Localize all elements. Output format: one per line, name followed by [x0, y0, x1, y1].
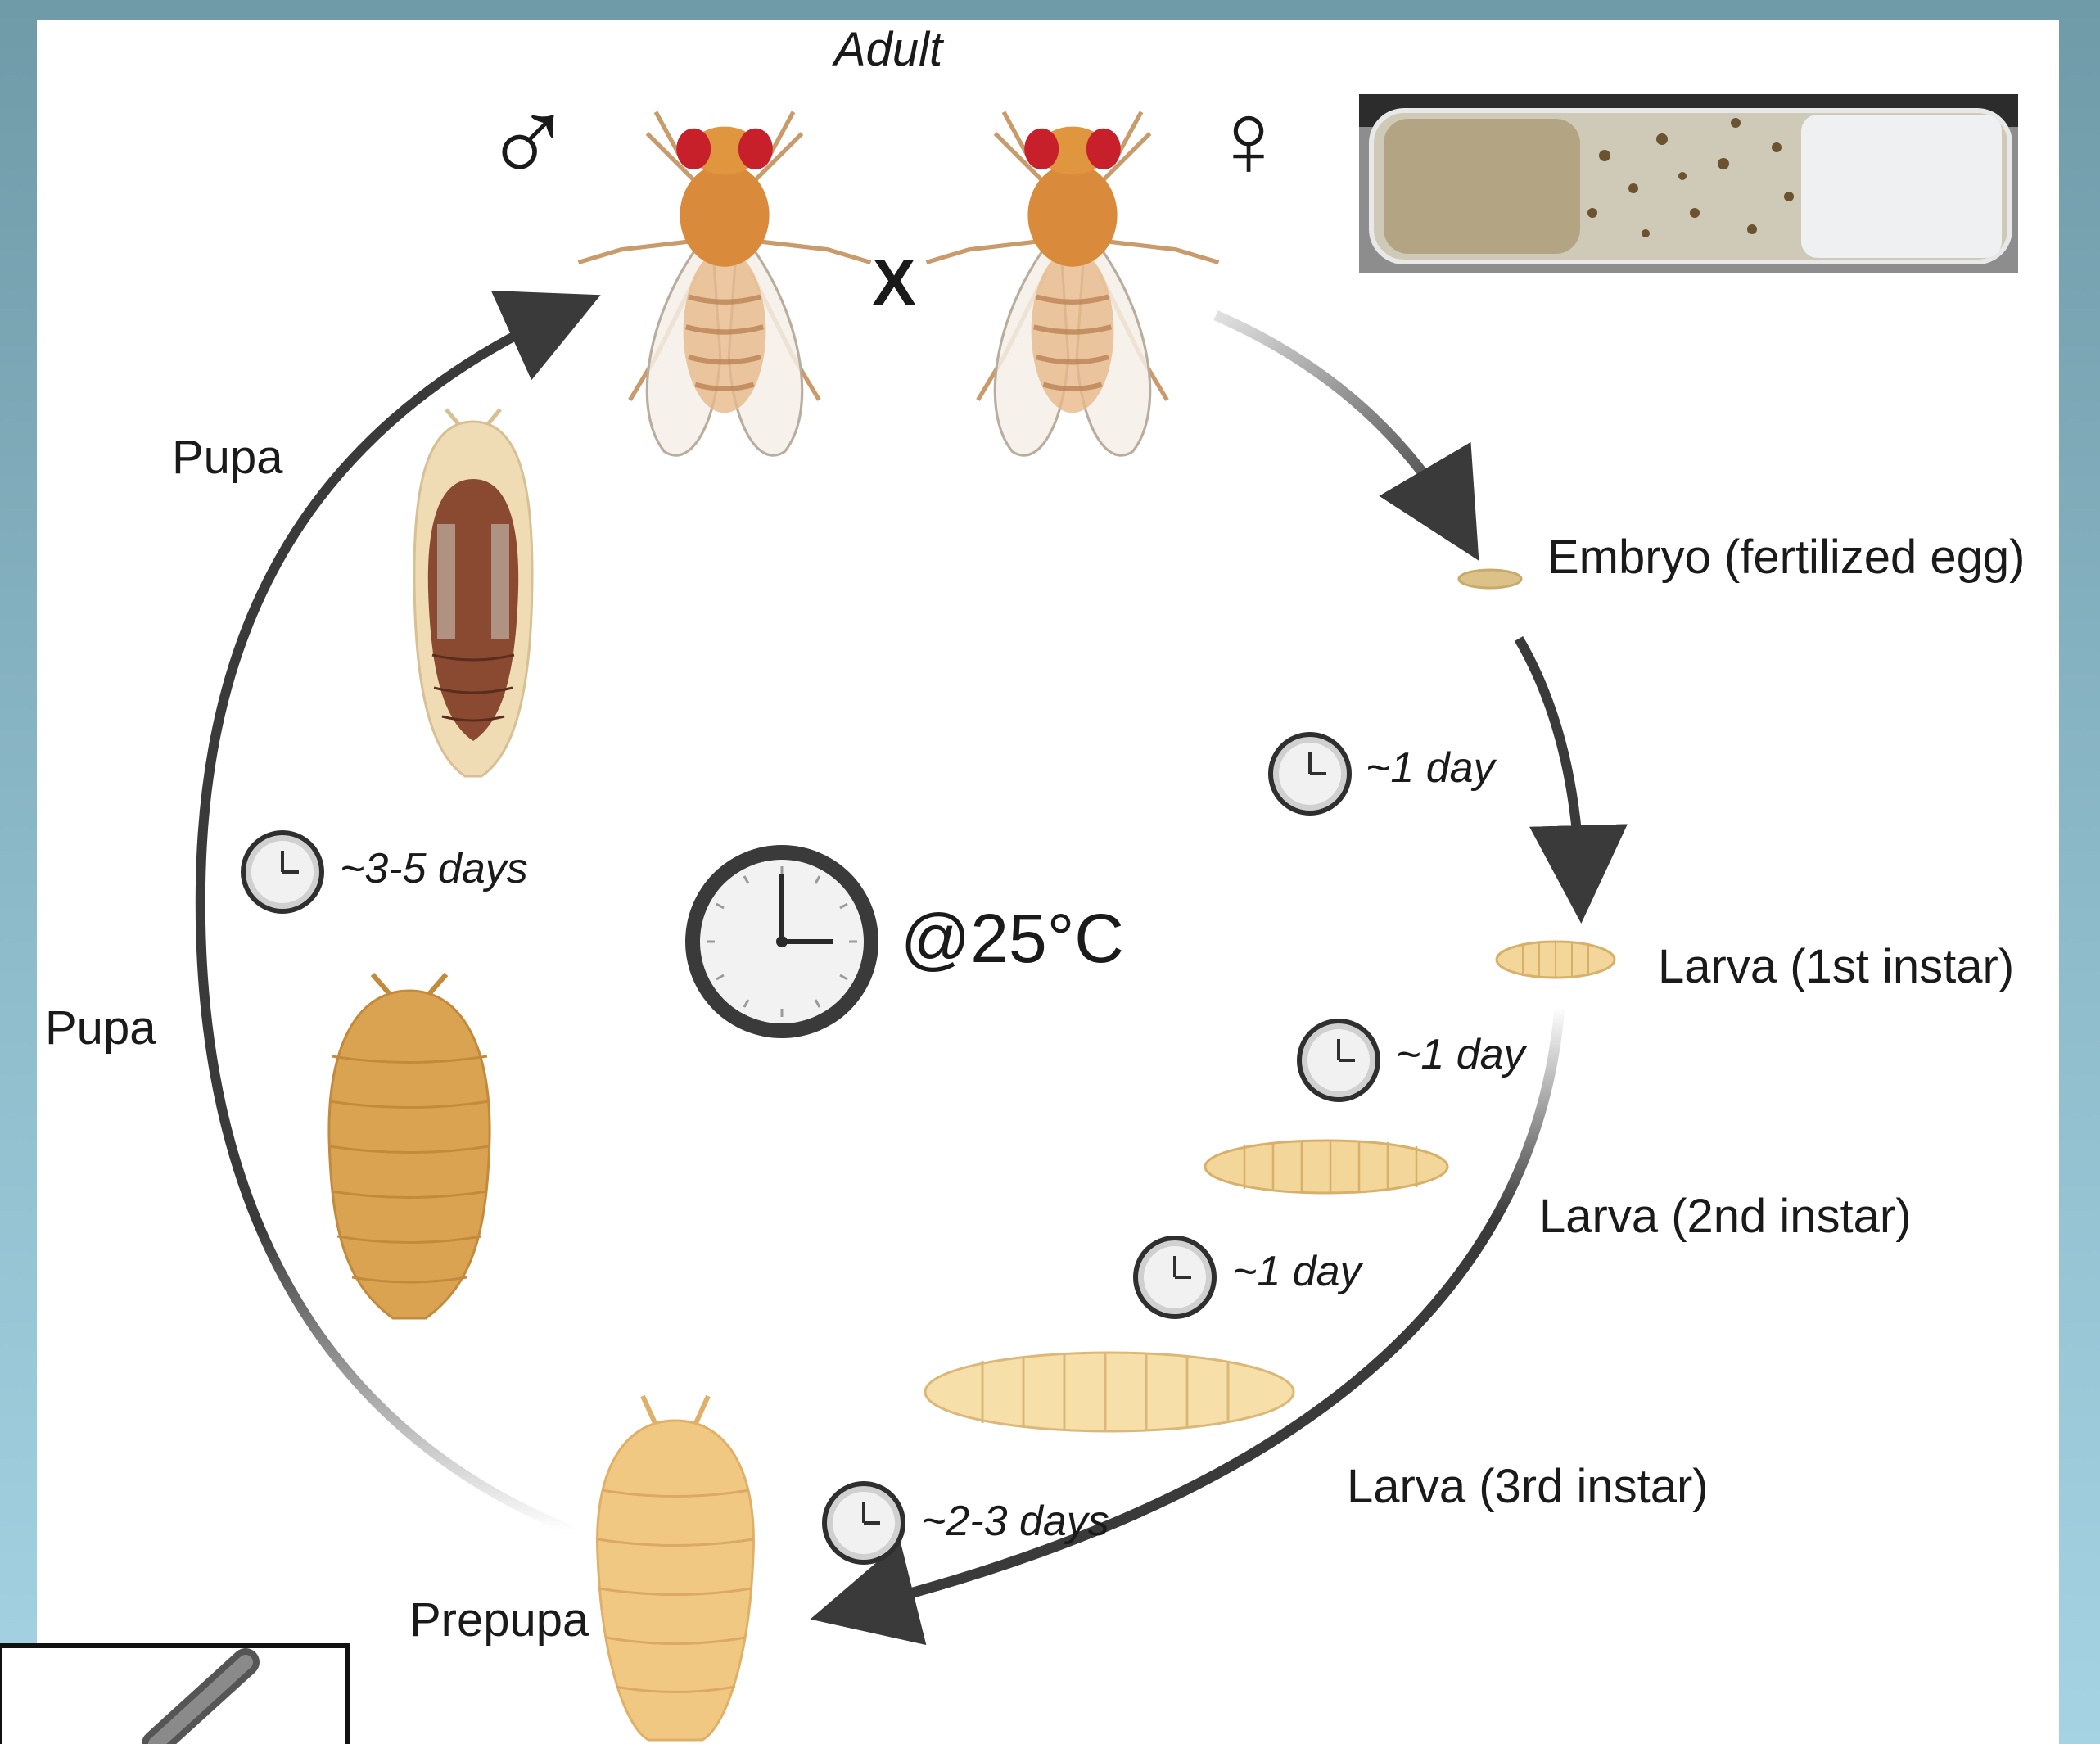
larva2-icon	[1205, 1141, 1447, 1193]
duration-larva1-to-larva2: ~1 day	[1396, 1031, 1528, 1078]
clock-icon	[243, 833, 322, 911]
clock-icon	[824, 1484, 903, 1562]
duration-larva3-to-prepupa: ~2-3 days	[921, 1498, 1109, 1545]
male-fly-icon	[579, 112, 871, 455]
duration-embryo-to-larva1: ~1 day	[1366, 744, 1497, 792]
pupa-lower-label: Pupa	[45, 1001, 156, 1055]
larva3-icon	[925, 1353, 1294, 1431]
duration-larva2-to-larva3: ~1 day	[1232, 1248, 1364, 1295]
adult-label: Adult	[832, 23, 945, 76]
larva2-label: Larva (2nd instar)	[1539, 1190, 1912, 1243]
temperature-clock-icon	[685, 845, 878, 1038]
prepupa-label: Prepupa	[409, 1593, 589, 1647]
egg-icon	[1459, 570, 1521, 588]
embryo-label: Embryo (fertilized egg)	[1547, 531, 2025, 584]
arrow-adult-to-embryo	[1216, 315, 1457, 524]
culture-vial-photo	[1359, 94, 2018, 273]
female-symbol-icon: ♀	[1208, 79, 1289, 199]
clock-icon	[1136, 1238, 1214, 1317]
male-symbol-icon: ♂	[482, 73, 575, 210]
clock-icon	[1299, 1021, 1378, 1100]
cross-symbol: X	[872, 246, 915, 319]
temperature-label: @25°C	[901, 900, 1124, 977]
prepupa-icon	[598, 1396, 754, 1740]
pupa-lower-icon	[329, 974, 490, 1318]
larva1-label: Larva (1st instar)	[1658, 940, 2014, 993]
pupa-upper-icon	[414, 409, 532, 776]
pupa-upper-label: Pupa	[172, 431, 283, 484]
female-fly-icon	[927, 112, 1219, 455]
larva1-icon	[1497, 942, 1615, 978]
duration-pupa-to-adult: ~3-5 days	[340, 845, 528, 892]
clock-icon	[1271, 734, 1349, 813]
larva3-label: Larva (3rd instar)	[1347, 1460, 1709, 1513]
pen-inset-box	[0, 1646, 348, 1744]
arrow-embryo-to-larva1	[1519, 639, 1580, 884]
